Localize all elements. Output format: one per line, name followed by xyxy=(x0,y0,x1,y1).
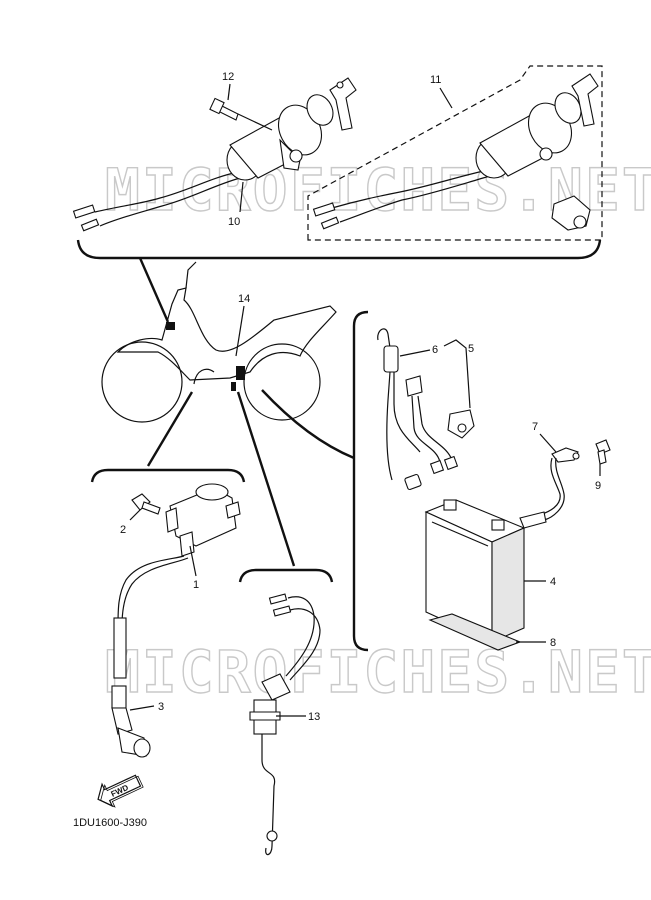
leader-11 xyxy=(439,87,453,109)
main-switch-part-10[interactable] xyxy=(72,77,357,232)
fuse-part-6[interactable] xyxy=(377,328,421,481)
leader-6 xyxy=(399,349,431,357)
motorcycle-outline xyxy=(101,261,337,423)
fuse-holder-part-5[interactable] xyxy=(404,375,475,491)
callout-5: 5 xyxy=(468,343,474,355)
callout-8: 8 xyxy=(550,637,556,649)
battery-cable-part-7[interactable] xyxy=(519,447,580,529)
link-wire-group xyxy=(236,391,296,567)
diagram-code: 1DU1600-J390 xyxy=(73,817,147,829)
callout-1: 1 xyxy=(193,579,199,591)
leader-7 xyxy=(539,433,557,453)
link-ignition-group xyxy=(146,391,194,467)
marker-ignition xyxy=(231,382,236,391)
callout-12: 12 xyxy=(222,71,234,83)
link-battery-group xyxy=(261,389,355,460)
lock-set-part-11[interactable] xyxy=(307,65,603,241)
battery-part-4[interactable] xyxy=(424,499,526,643)
leader-10 xyxy=(239,181,244,213)
callout-10: 10 xyxy=(228,216,240,228)
bolt-part-9[interactable] xyxy=(595,439,611,465)
fwd-direction-arrow: FWD xyxy=(97,774,144,808)
ignition-coil-part-1[interactable] xyxy=(113,483,241,679)
marker-battery xyxy=(236,366,245,380)
leader-3 xyxy=(129,705,155,711)
link-top-group xyxy=(138,257,170,323)
callout-13: 13 xyxy=(308,711,320,723)
callout-14: 14 xyxy=(238,293,250,305)
leader-5 xyxy=(443,339,471,409)
callout-11: 11 xyxy=(430,74,441,86)
watermark-bottom: MICROFICHES.NET xyxy=(105,638,651,706)
leader-12 xyxy=(227,83,231,101)
wire-lead-part-13[interactable] xyxy=(249,593,321,856)
wire-group-bracket xyxy=(238,568,334,583)
leader-2 xyxy=(129,509,141,521)
callout-3: 3 xyxy=(158,701,164,713)
callout-9: 9 xyxy=(595,480,601,492)
callout-7: 7 xyxy=(532,421,538,433)
ignition-group-bracket xyxy=(90,468,246,483)
spark-plug-cap-part-3[interactable] xyxy=(111,685,151,758)
bolt-part-2[interactable] xyxy=(131,493,161,515)
top-group-bracket xyxy=(76,239,602,260)
battery-group-bracket xyxy=(352,310,369,652)
marker-main-switch xyxy=(166,322,175,330)
callout-6: 6 xyxy=(432,344,438,356)
leader-14 xyxy=(235,305,245,357)
callout-4: 4 xyxy=(550,576,556,588)
callout-2: 2 xyxy=(120,524,126,536)
marker-ignition-wire xyxy=(193,368,215,385)
leader-1 xyxy=(189,545,197,577)
